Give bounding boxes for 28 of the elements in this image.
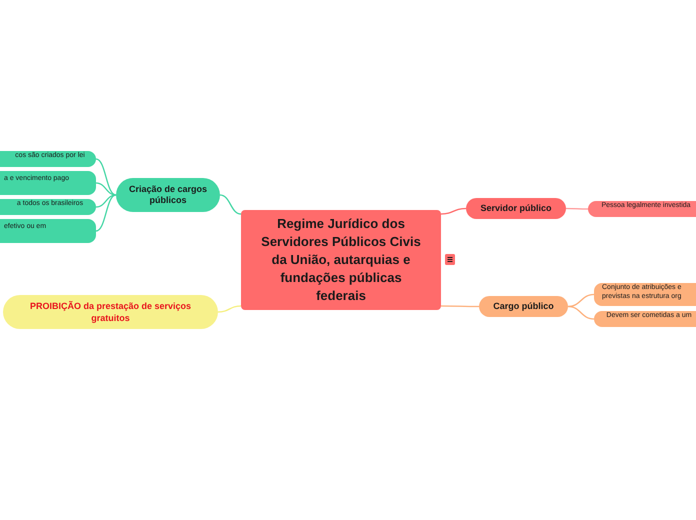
connector-line	[96, 158, 116, 196]
subtopic-box	[0, 151, 96, 167]
subtopic-box	[0, 219, 96, 243]
topic-text: Regime Jurídico dos Servidores Públicos Civis da União, autarquias e fundações públicas federais	[260, 215, 422, 305]
connector-line	[96, 194, 116, 232]
connector-line	[568, 294, 594, 308]
connector-line	[440, 208, 466, 215]
connector-line	[566, 208, 588, 210]
topic-box	[116, 178, 220, 212]
subtopic-box	[594, 283, 696, 306]
connector-line	[96, 194, 116, 208]
central-topic-box	[241, 210, 441, 310]
topic-text: Servidor público	[480, 202, 552, 215]
connector-line	[220, 194, 242, 215]
connector-line	[568, 306, 594, 320]
topic-text: Cargo público	[493, 300, 554, 313]
subtopic-box	[588, 201, 696, 217]
subtopic-box	[594, 311, 696, 327]
topic-text: PROIBIÇÃO da prestação de serviços gratuitos	[28, 300, 192, 324]
topic-text: Criação de cargos públicos	[128, 184, 208, 206]
topic-box	[466, 198, 566, 219]
topic-box	[479, 296, 568, 317]
connector-line	[218, 305, 242, 313]
subtopic-box	[0, 199, 96, 215]
topic-box	[3, 295, 218, 329]
connector-line	[96, 182, 116, 196]
subtopic-box	[0, 171, 96, 195]
connector-line	[441, 305, 479, 308]
